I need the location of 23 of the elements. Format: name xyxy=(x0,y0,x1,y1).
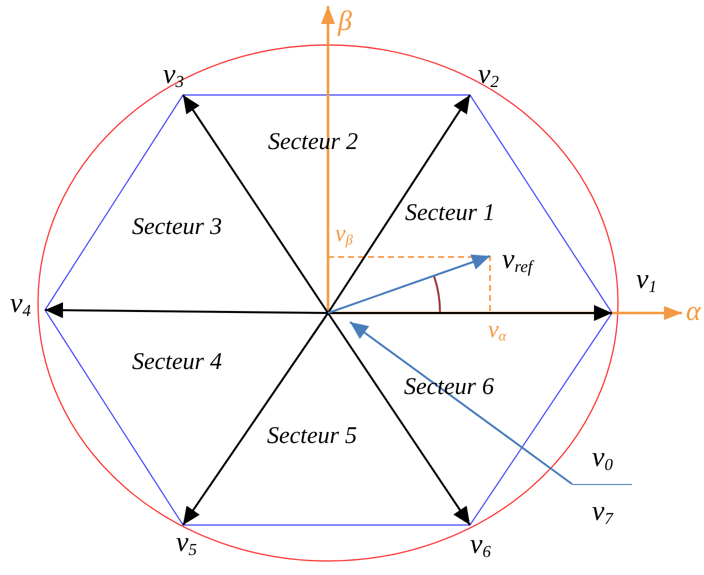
vector-label: v$_{5}$ xyxy=(176,529,197,559)
vector-label: v$_{7}$ xyxy=(592,498,613,528)
sector-label: Secteur 4 xyxy=(132,350,222,374)
vector-arrow xyxy=(327,94,471,314)
vector-arrow xyxy=(182,312,329,526)
vector-label: v$_{ref}$ xyxy=(502,246,532,276)
vector-arrow xyxy=(182,94,329,314)
axis-label: β xyxy=(338,8,352,36)
vector-label: v$_{6}$ xyxy=(470,531,491,561)
vector-arrow xyxy=(327,312,471,526)
vector-label: v$_{2}$ xyxy=(478,61,499,91)
axis-label: α xyxy=(686,298,701,326)
vector-arrow xyxy=(328,305,612,321)
component-label: v$_{β}$ xyxy=(335,222,353,248)
component-label: v$_{α}$ xyxy=(488,318,506,344)
vector-label: v$_{1}$ xyxy=(636,266,657,296)
vector-label: v$_{4}$ xyxy=(10,290,31,320)
leader-line xyxy=(349,321,573,485)
vector-arrow xyxy=(44,302,328,318)
sector-label: Secteur 1 xyxy=(405,201,495,225)
sector-label: Secteur 3 xyxy=(132,215,222,239)
vector-label: v$_{0}$ xyxy=(592,444,613,474)
sector-label: Secteur 5 xyxy=(267,424,357,448)
